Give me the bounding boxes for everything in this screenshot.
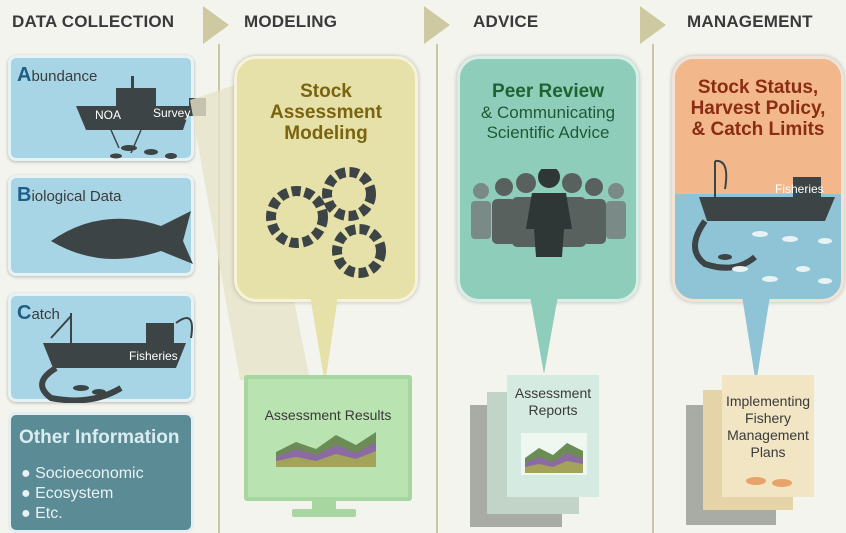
modeling-bubble-tail bbox=[310, 296, 338, 384]
plan-sheet-front: Implementing Fishery Management Plans bbox=[722, 375, 814, 497]
chevron-arrow-3 bbox=[640, 6, 666, 44]
monitor-base bbox=[292, 509, 356, 517]
survey-ship-icon bbox=[76, 76, 206, 159]
report-sheet-front: Assessment Reports bbox=[507, 375, 599, 497]
bullet-etc: ● Etc. bbox=[21, 505, 63, 522]
catch-label: Catch bbox=[17, 302, 60, 324]
header-advice: ADVICE bbox=[473, 12, 539, 31]
gears-icon bbox=[266, 167, 386, 278]
header-data-collection: DATA COLLECTION bbox=[12, 12, 175, 31]
management-bubble-tail bbox=[742, 296, 770, 384]
peer-review-bubble: Peer Review & Communicating Scientific A… bbox=[457, 56, 639, 302]
management-ship-label: Fisheries bbox=[775, 182, 824, 196]
abundance-label: Abundance bbox=[17, 64, 98, 86]
people-group-icon bbox=[471, 169, 626, 257]
stock-assessment-bubble: Stock Assessment Modeling bbox=[234, 56, 418, 302]
divider-3 bbox=[652, 44, 654, 533]
biological-data-card: Biological Data bbox=[8, 175, 194, 276]
catch-card: Catch Fisheries bbox=[8, 293, 194, 403]
bullet-ecosystem: ● Ecosystem bbox=[21, 485, 114, 502]
abundance-card: Abundance NOA Survey bbox=[8, 55, 206, 161]
other-information-title: Other Information bbox=[19, 427, 180, 448]
divider-2 bbox=[436, 44, 438, 533]
catch-ship-label: Fisheries bbox=[129, 349, 178, 363]
ship-label-noa: NOA bbox=[95, 108, 122, 122]
bullet-socioeconomic: ● Socioeconomic bbox=[21, 465, 144, 482]
stock-status-header bbox=[675, 59, 841, 194]
implementing-plans-label: Implementing Fishery Management Plans bbox=[725, 393, 811, 460]
results-area-chart bbox=[276, 432, 376, 467]
monitor-stand bbox=[312, 497, 336, 509]
advice-bubble-tail bbox=[530, 296, 558, 374]
chevron-arrow-1 bbox=[203, 6, 229, 44]
biological-data-label: Biological Data bbox=[17, 184, 122, 206]
fish-icon bbox=[51, 211, 193, 264]
plan-fish-icon bbox=[746, 477, 792, 487]
fishing-vessel-icon bbox=[39, 313, 193, 403]
assessment-results-monitor: Assessment Results bbox=[244, 375, 412, 501]
ship-label-survey: Survey bbox=[153, 106, 191, 120]
advice-title: Peer Review bbox=[492, 81, 604, 102]
header-management: MANAGEMENT bbox=[687, 12, 813, 31]
header-modeling: MODELING bbox=[244, 12, 338, 31]
assessment-reports-label: Assessment Reports bbox=[514, 385, 592, 418]
fishing-ship-catch-icon bbox=[692, 159, 835, 284]
modeling-title: Stock Assessment Modeling bbox=[270, 81, 382, 144]
management-title: Stock Status, Harvest Policy, & Catch Li… bbox=[690, 77, 826, 140]
assessment-results-label: Assessment Results bbox=[264, 407, 392, 423]
stock-status-bubble: Stock Status, Harvest Policy, & Catch Li… bbox=[672, 56, 844, 302]
divider-1 bbox=[218, 44, 220, 533]
reports-area-chart bbox=[521, 433, 587, 475]
advice-subtitle: & Communicating Scientific Advice bbox=[480, 103, 616, 142]
chevron-arrow-2 bbox=[424, 6, 450, 44]
other-information-card: Other Information ● Socioeconomic ● Ecos… bbox=[8, 412, 194, 533]
